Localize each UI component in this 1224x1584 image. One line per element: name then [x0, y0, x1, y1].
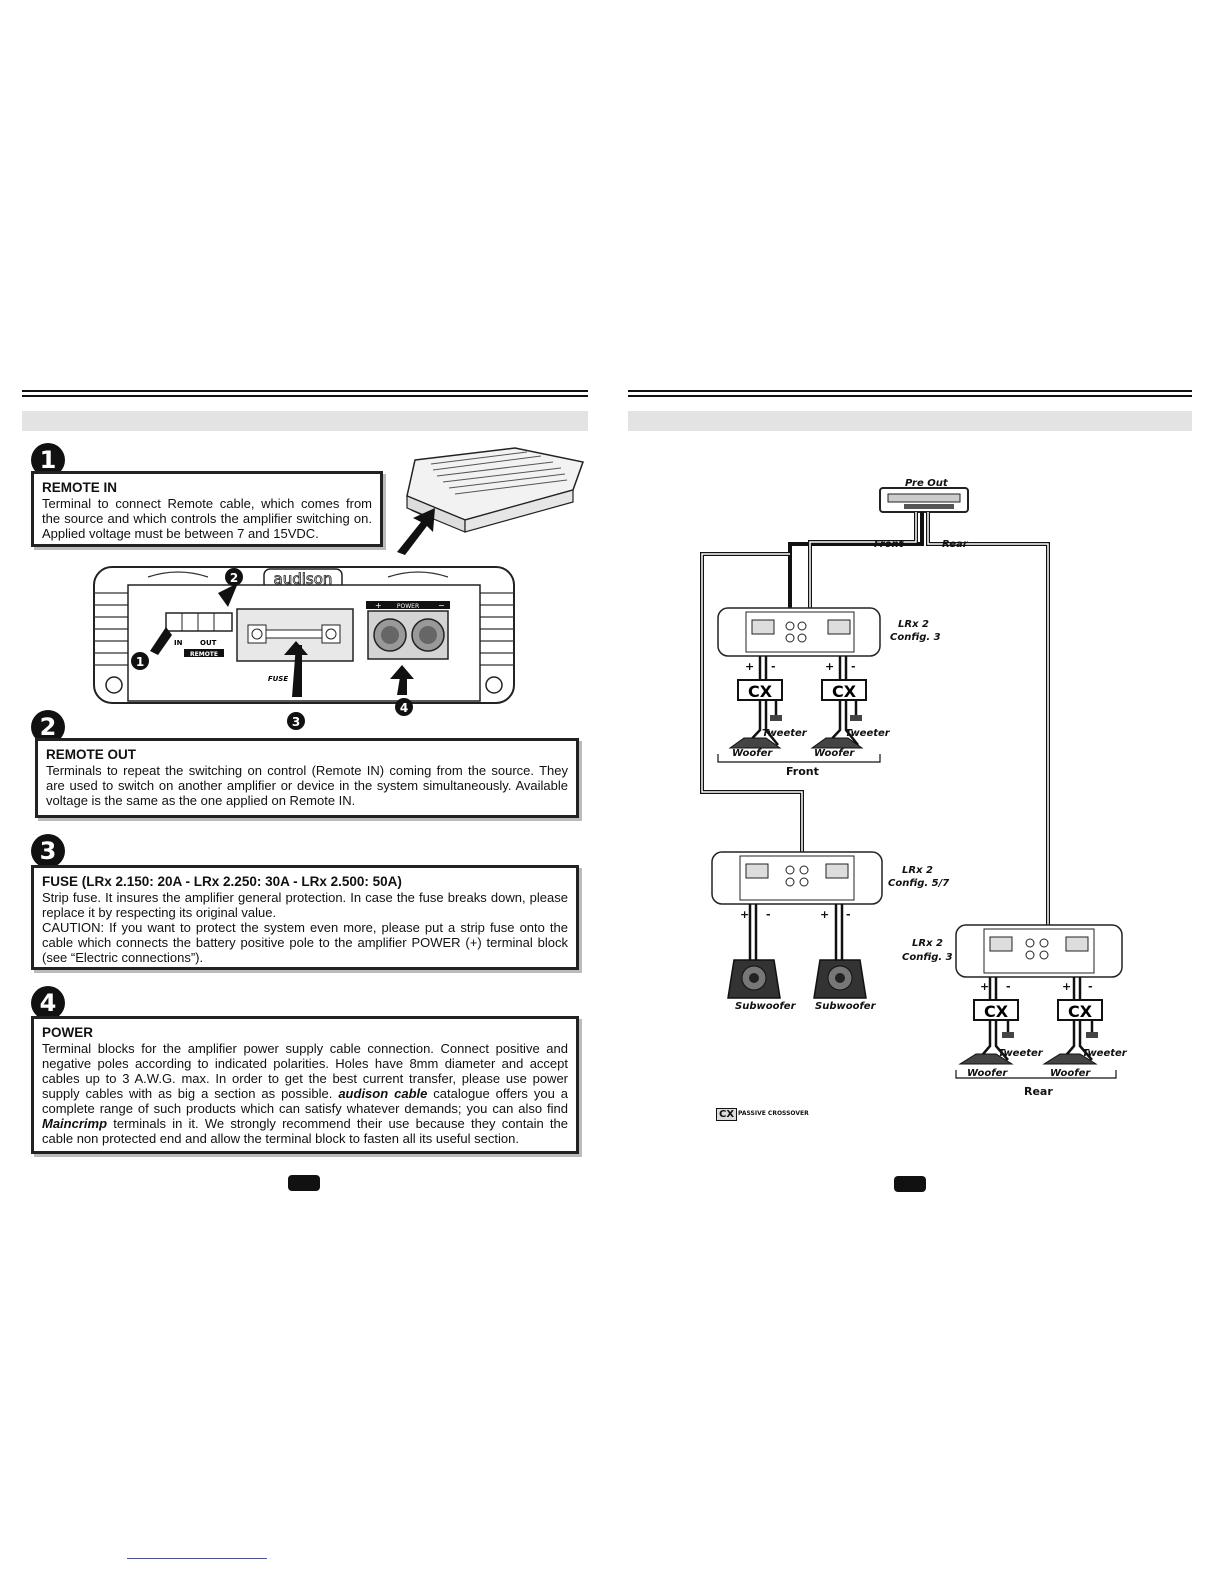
section-4-box: POWER Terminal blocks for the amplifier …: [31, 1016, 579, 1154]
footer-link-line: [127, 1558, 267, 1559]
woofer-label-1: Woofer: [732, 748, 773, 759]
amp-2-minus-left: -: [766, 908, 771, 921]
amp-1-minus-left: -: [771, 660, 776, 673]
section-3-body-2: CAUTION: If you want to protect the syst…: [42, 920, 568, 965]
section-4-body: Terminal blocks for the amplifier power …: [42, 1041, 568, 1146]
section-3-title: FUSE (LRx 2.150: 20A - LRx 2.250: 30A - …: [42, 874, 402, 889]
tweeter-label-1: Tweeter: [762, 728, 807, 739]
rear-wire-label: Rear: [942, 539, 968, 550]
subwoofer-label-2: Subwoofer: [815, 1001, 876, 1012]
amp-1-config: Config. 3: [890, 632, 941, 643]
amplifier-front-panel-diagram: audison IN OUT REMOTE FUSE + POWER − 2 1…: [93, 566, 515, 730]
amp-3-model: LRx 2: [912, 938, 943, 949]
amp-1-model: LRx 2: [898, 619, 929, 630]
amp-1-minus-right: -: [851, 660, 856, 673]
woofer-icon: [1042, 1053, 1098, 1065]
amp-3: [955, 924, 1123, 978]
tweeter-icon: [1086, 1032, 1098, 1038]
amp-2-plus-right: +: [820, 908, 830, 921]
amp-3-minus-right: -: [1088, 980, 1093, 993]
panel-callout-1: 1: [136, 655, 144, 669]
woofer-label-2: Woofer: [814, 748, 855, 759]
power-minus: −: [438, 601, 445, 610]
woofer-label-3: Woofer: [967, 1068, 1008, 1079]
cx-label-4: CX: [1068, 1002, 1093, 1021]
amp-2-plus-left: +: [740, 908, 750, 921]
section-1-title: REMOTE IN: [42, 480, 118, 495]
panel-callout-2: 2: [230, 571, 238, 585]
tweeter-icon: [770, 715, 782, 721]
power-label: POWER: [397, 603, 419, 610]
panel-brand: audison: [274, 570, 333, 588]
panel-callout-3: 3: [292, 715, 300, 729]
amplifier-perspective-illustration: [397, 447, 584, 555]
left-header-bar: [22, 411, 588, 431]
amp-2-model: LRx 2: [902, 865, 933, 876]
tweeter-icon: [850, 715, 862, 721]
woofer-icon: [958, 1053, 1014, 1065]
tweeter-icon: [1002, 1032, 1014, 1038]
panel-callout-4: 4: [400, 701, 408, 715]
tweeter-label-2: Tweeter: [845, 728, 890, 739]
right-page-number-tab: [894, 1176, 926, 1192]
amp-2-minus-right: -: [846, 908, 851, 921]
section-4-badge: 4: [31, 986, 65, 1020]
remote-in-label: IN: [174, 639, 183, 647]
section-4-body-c: terminals in it. We strongly recommend t…: [42, 1116, 568, 1146]
tweeter-label-4: Tweeter: [1082, 1048, 1127, 1059]
woofer-icon: [728, 737, 782, 749]
cx-label-2: CX: [832, 682, 857, 701]
section-1-body: Terminal to connect Remote cable, which …: [42, 496, 372, 541]
cx-box-front-left: [737, 679, 783, 701]
section-3-box: FUSE (LRx 2.150: 20A - LRx 2.250: 30A - …: [31, 865, 579, 970]
section-4-brand-maincrimp: Maincrimp: [42, 1116, 108, 1131]
section-2-title: REMOTE OUT: [46, 747, 136, 762]
tweeter-label-3: Tweeter: [998, 1048, 1043, 1059]
section-4-brand-audison-cable: audison cable: [338, 1086, 428, 1101]
section-2-box: REMOTE OUT Terminals to repeat the switc…: [35, 738, 579, 818]
amp-3-minus-left: -: [1006, 980, 1011, 993]
wiring-diagram: CX CX CX CX: [700, 487, 1123, 1079]
amp-1: [717, 607, 881, 657]
section-4-body-a: Terminal blocks for the amplifier power …: [42, 1041, 568, 1101]
woofer-label-4: Woofer: [1050, 1068, 1091, 1079]
cx-box-front-right: [821, 679, 867, 701]
pre-out-label: Pre Out: [905, 478, 948, 489]
cx-label-1: CX: [748, 682, 773, 701]
amp-2: [711, 851, 883, 905]
amp-2-config: Config. 5/7: [888, 878, 950, 889]
cx-label-3: CX: [984, 1002, 1009, 1021]
section-1-box: REMOTE IN Terminal to connect Remote cab…: [31, 471, 383, 547]
section-2-body: Terminals to repeat the switching on con…: [46, 763, 568, 808]
remote-out-label: OUT: [200, 639, 217, 647]
fuse-label: FUSE: [268, 675, 289, 683]
amp-3-config: Config. 3: [902, 952, 953, 963]
section-4-body-b: catalogue offers you a complete range of…: [42, 1086, 568, 1116]
cx-box-rear-left: [973, 999, 1019, 1021]
front-group-label: Front: [786, 765, 819, 778]
rear-group-label: Rear: [1024, 1085, 1053, 1098]
power-plus: +: [375, 601, 382, 610]
remote-label: REMOTE: [190, 651, 218, 658]
legend-cx-text: PASSIVE CROSSOVER: [738, 1110, 809, 1117]
cx-box-rear-right: [1057, 999, 1103, 1021]
amp-1-plus-right: +: [825, 660, 835, 673]
section-3-body-1: Strip fuse. It insures the amplifier gen…: [42, 890, 568, 920]
front-wire-label: Front: [874, 539, 904, 550]
section-4-title: POWER: [42, 1025, 94, 1040]
amp-1-plus-left: +: [745, 660, 755, 673]
left-page-number-tab: [288, 1175, 320, 1191]
right-header-bar: [628, 411, 1192, 431]
woofer-icon: [810, 737, 864, 749]
subwoofer-label-1: Subwoofer: [735, 1001, 796, 1012]
amp-3-plus-left: +: [980, 980, 990, 993]
amp-3-plus-right: +: [1062, 980, 1072, 993]
legend-cx-code: CX: [716, 1108, 738, 1121]
section-3-badge: 3: [31, 834, 65, 868]
